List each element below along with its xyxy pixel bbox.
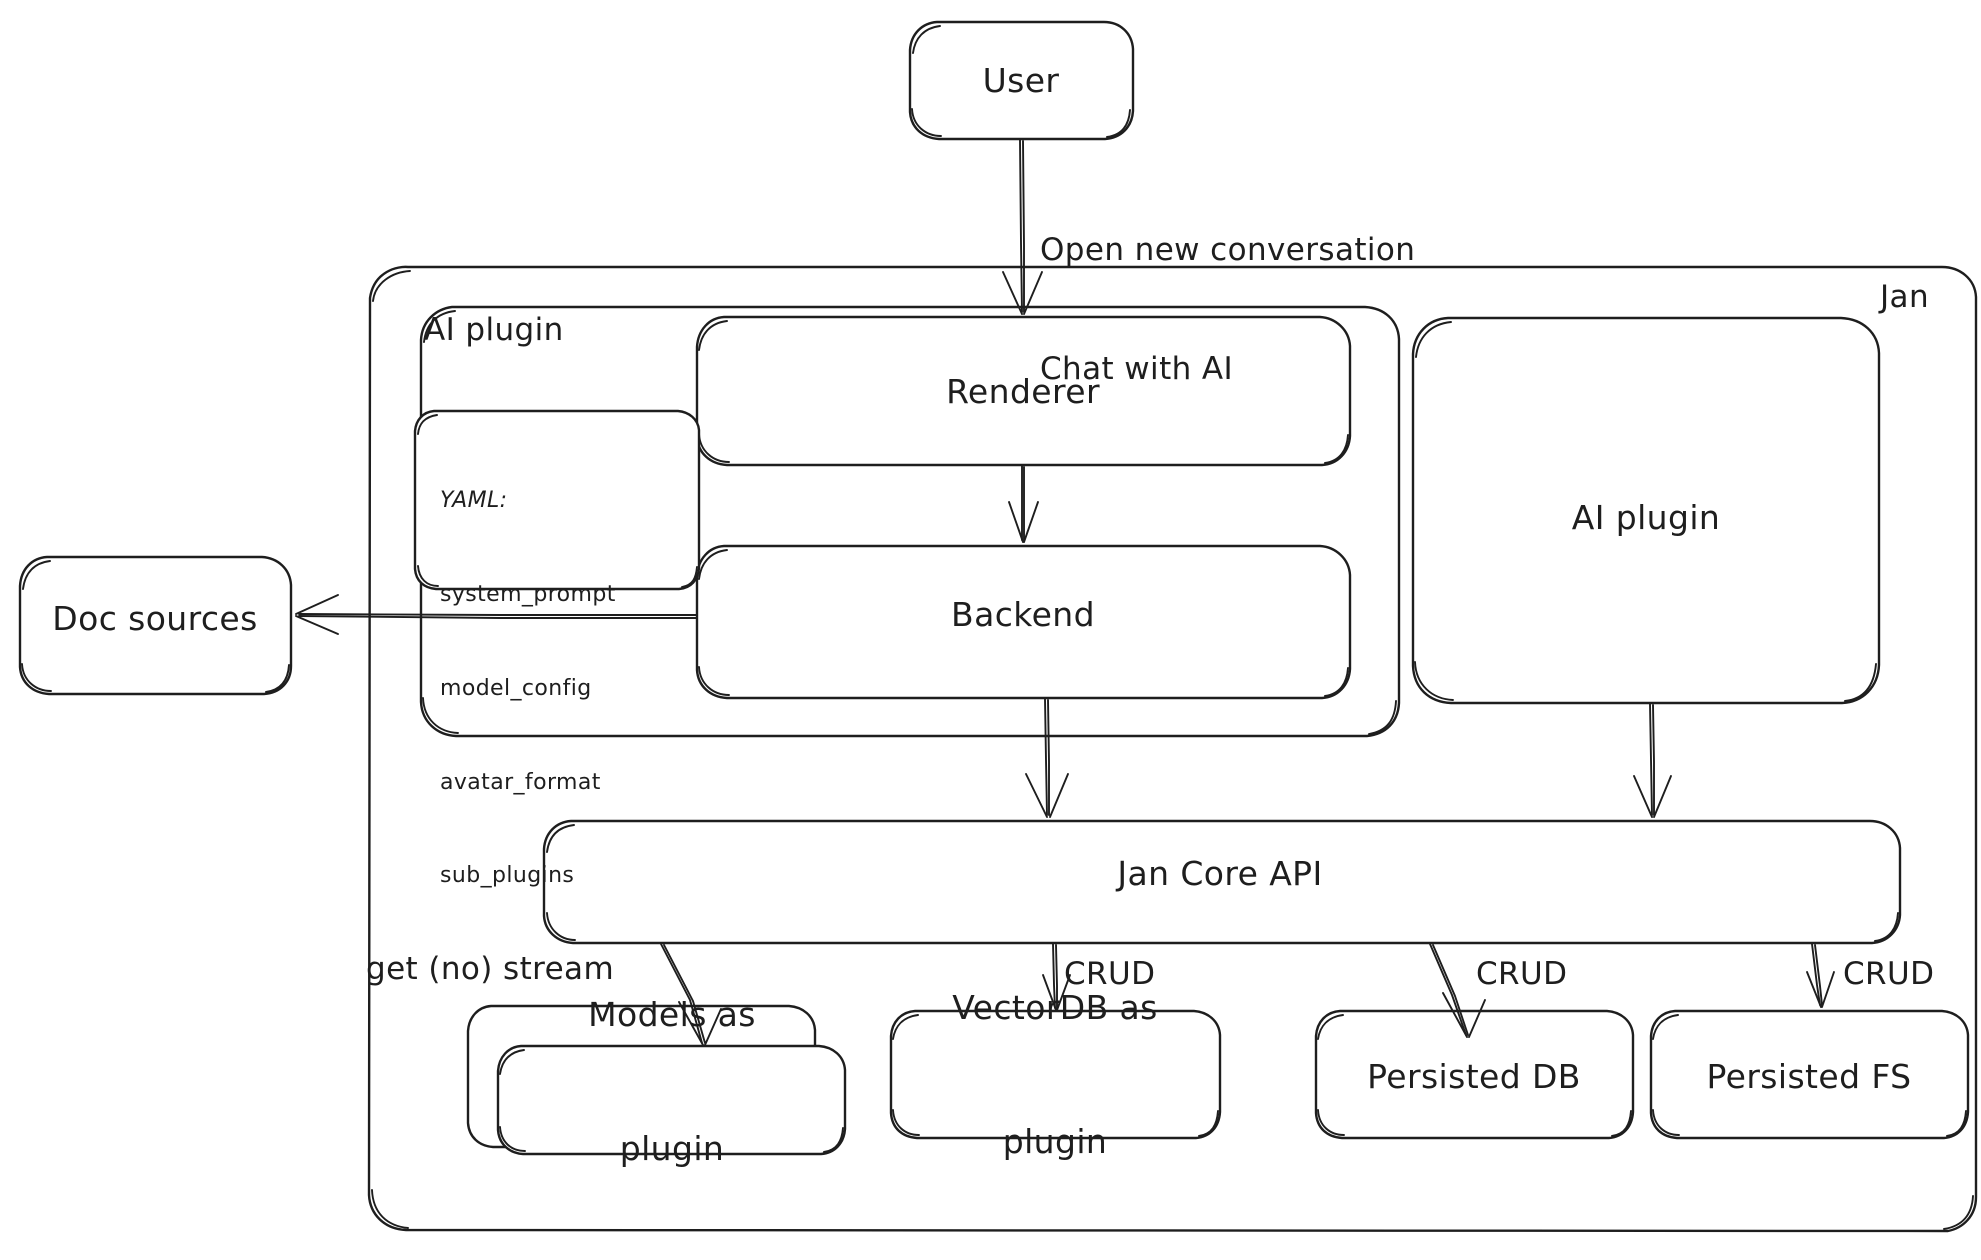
edge-core-api-to-models-plugin bbox=[660, 943, 722, 1046]
node-jan-core-api[interactable] bbox=[542, 819, 1902, 945]
edge-backend-to-core-api bbox=[1025, 698, 1069, 818]
node-models-plugin[interactable] bbox=[466, 1004, 847, 1156]
yaml-card bbox=[413, 409, 701, 591]
edge-user-to-renderer bbox=[1002, 139, 1043, 315]
node-vectordb-plugin[interactable] bbox=[889, 1009, 1222, 1140]
node-doc-sources[interactable] bbox=[18, 555, 293, 696]
node-persisted-db[interactable] bbox=[1314, 1009, 1635, 1140]
edge-renderer-to-backend bbox=[1008, 465, 1039, 543]
node-user[interactable] bbox=[908, 20, 1135, 141]
edge-ai-plugin-to-core-api bbox=[1633, 703, 1672, 818]
node-backend[interactable] bbox=[695, 544, 1352, 700]
edge-backend-to-doc-sources bbox=[295, 594, 698, 635]
edge-core-api-to-persisted-fs bbox=[1806, 943, 1835, 1008]
node-persisted-fs[interactable] bbox=[1649, 1009, 1970, 1140]
node-renderer[interactable] bbox=[695, 315, 1352, 467]
edge-core-api-to-vectordb-plugin bbox=[1042, 943, 1071, 1011]
node-ai-plugin[interactable] bbox=[1411, 316, 1881, 705]
edge-core-api-to-persisted-db bbox=[1429, 943, 1486, 1038]
